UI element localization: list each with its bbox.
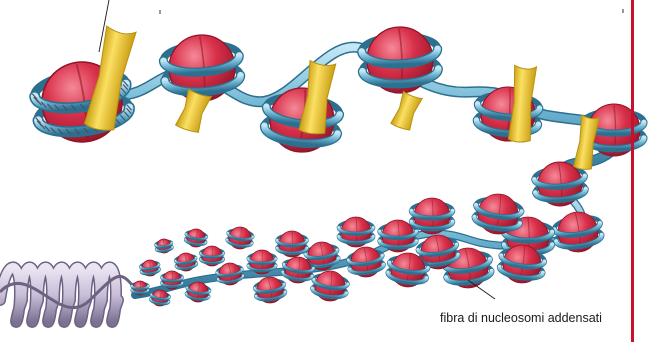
compact-fiber-nucleosome [132, 281, 148, 295]
compact-fiber-nucleosome [162, 271, 183, 289]
compact-fiber-nucleosome [311, 271, 348, 301]
page-edge-rule [631, 0, 634, 342]
linker-histone-h1 [175, 89, 211, 134]
compact-fiber-nucleosome [186, 282, 211, 302]
compact-fiber-nucleosome [553, 212, 603, 252]
compact-fiber-nucleosome [216, 263, 243, 285]
compact-fiber-nucleosome [150, 290, 170, 306]
compact-fiber-nucleosome [201, 246, 224, 266]
nucleosome [361, 27, 439, 93]
compact-fiber-nucleosome [277, 231, 307, 257]
compact-fiber-nucleosome [185, 229, 207, 247]
compact-fiber-nucleosome [175, 253, 197, 271]
compact-fiber-nucleosome [226, 227, 253, 249]
naked-dna-coil [0, 267, 138, 321]
compact-fiber-nucleosome [380, 220, 417, 252]
condensed-nucleosome-fiber-label: fibra di nucleosomi addensati [440, 311, 602, 325]
linker-histone-h1 [391, 91, 423, 131]
compact-fiber-nucleosome [248, 250, 276, 274]
compact-fiber-nucleosome [254, 277, 286, 303]
compact-fiber-nucleosome [411, 198, 452, 234]
compact-fiber-nucleosome [473, 194, 523, 234]
compact-fiber-nucleosome [339, 217, 374, 247]
compact-fiber-nucleosome [140, 260, 160, 276]
compact-fiber-nucleosome [347, 247, 384, 277]
compact-fiber-nucleosome [155, 239, 172, 253]
